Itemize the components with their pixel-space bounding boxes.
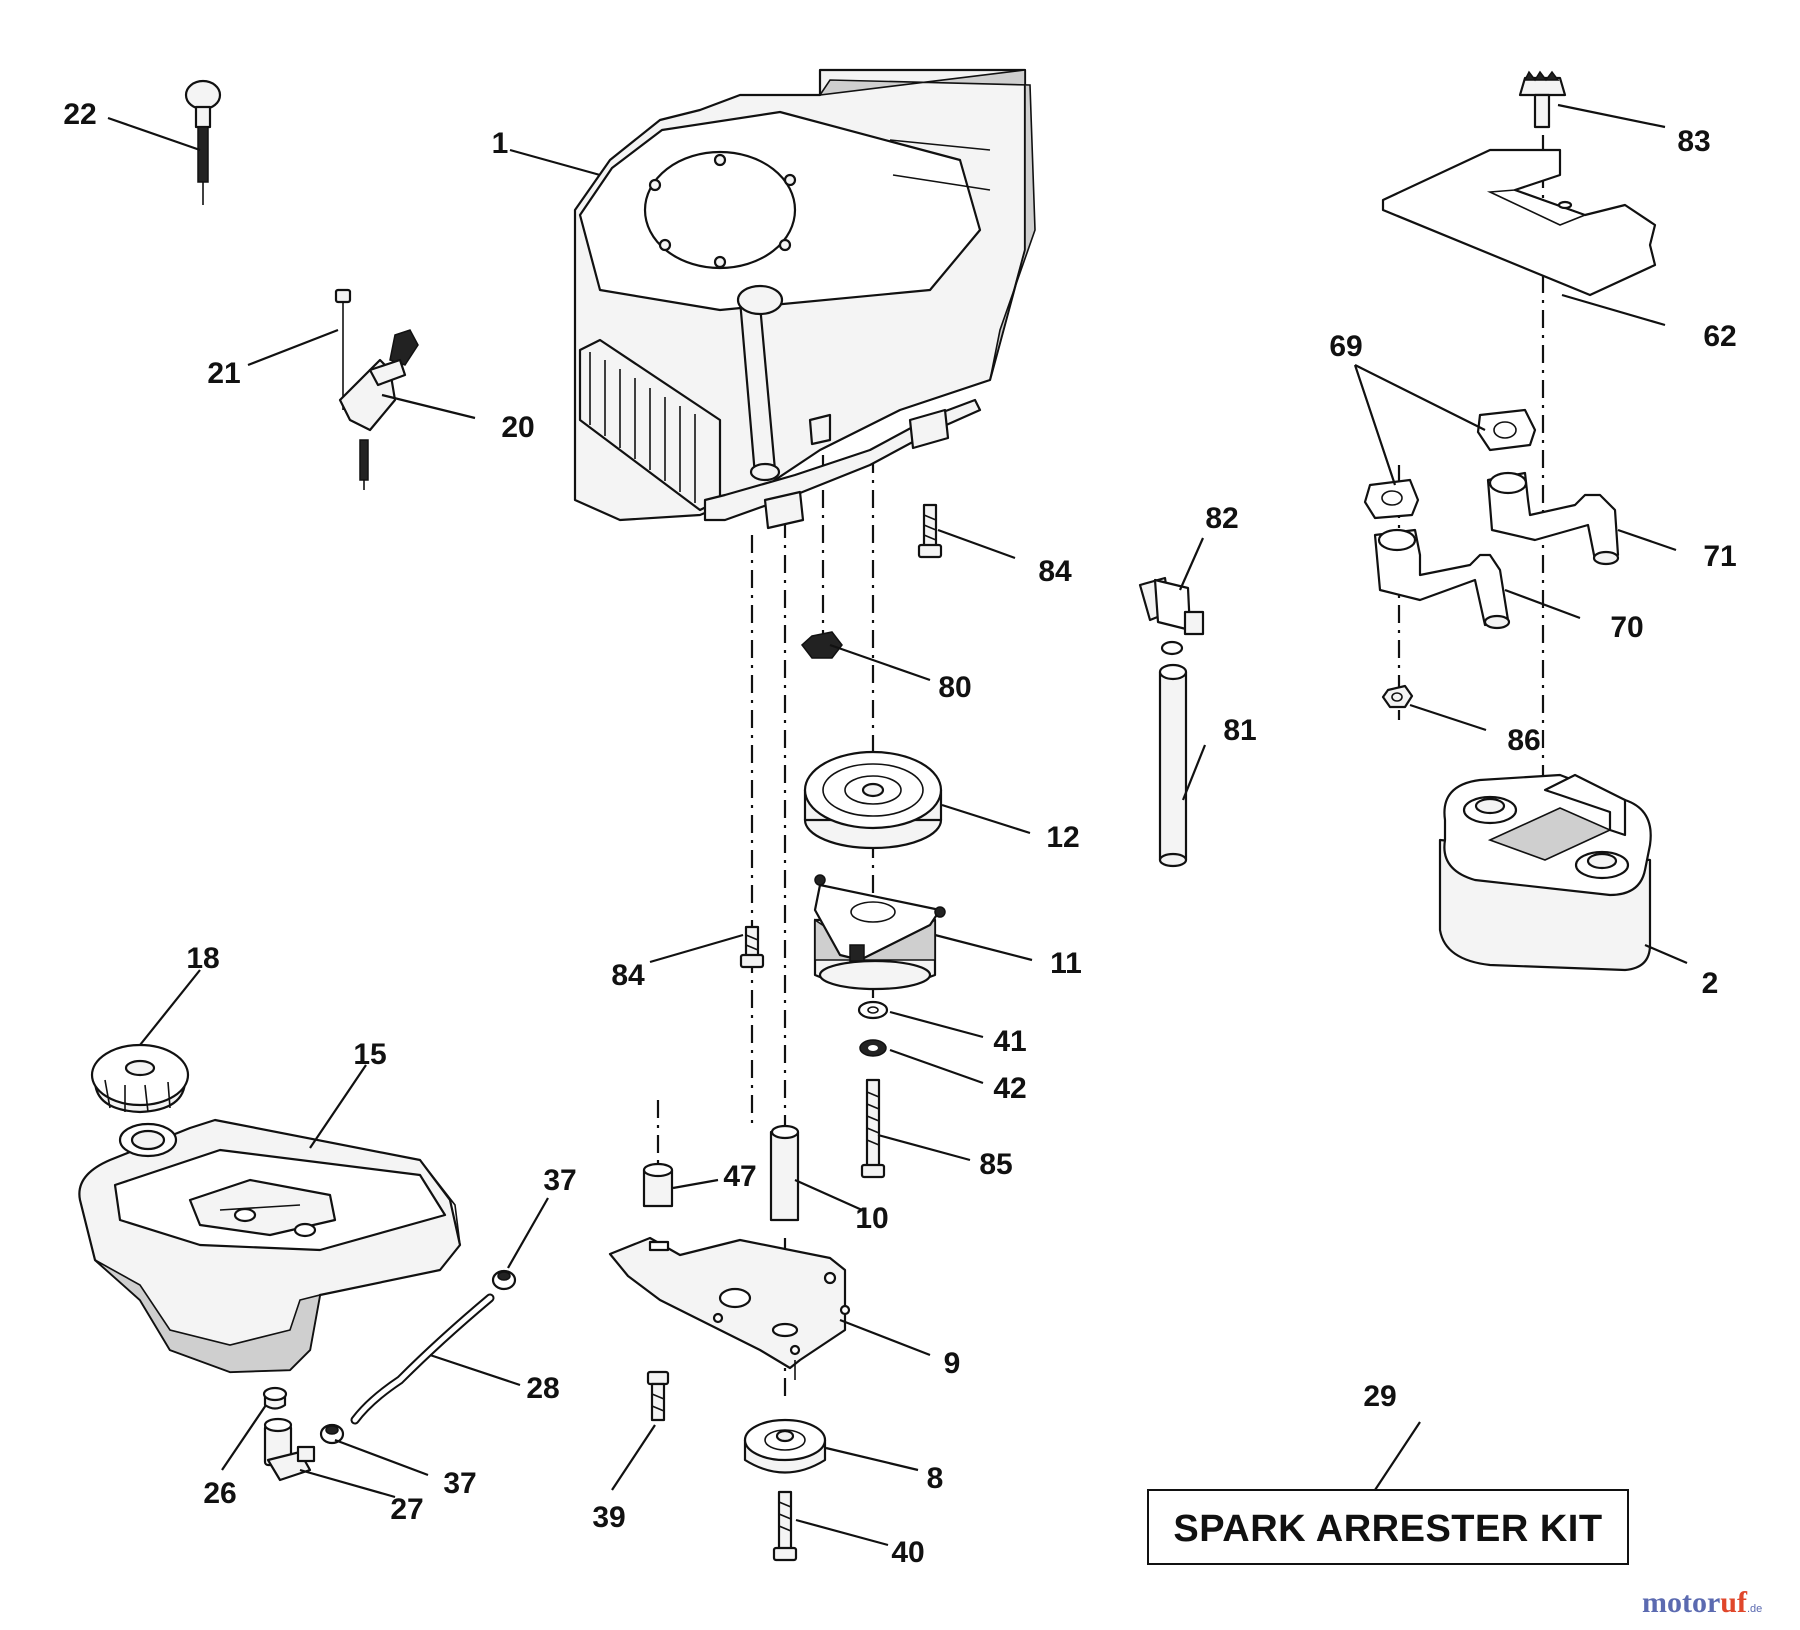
heat-shield-bolt <box>1518 70 1567 129</box>
watermark-logo: motoruf.de <box>1642 1586 1762 1619</box>
muffler <box>1438 773 1652 972</box>
callout-2: 2 <box>1702 967 1719 1000</box>
callout-85: 85 <box>979 1148 1012 1181</box>
grommet <box>262 1386 288 1410</box>
spark-arrester-kit-box <box>1147 1489 1629 1565</box>
callout-81: 81 <box>1223 714 1256 747</box>
exhaust-nut <box>1381 684 1414 709</box>
throttle-screw <box>334 288 352 410</box>
callout-47: 47 <box>723 1160 756 1193</box>
spark-arrester-kit-label: SPARK ARRESTER KIT <box>1173 1508 1602 1550</box>
callout-84-lower: 84 <box>611 959 645 992</box>
drain-valve <box>1138 576 1205 656</box>
fuel-line <box>350 1293 495 1425</box>
bolt-40 <box>772 1490 798 1562</box>
washer-41 <box>857 1000 889 1020</box>
callout-27: 27 <box>390 1493 423 1526</box>
callout-37-lower: 37 <box>443 1467 476 1500</box>
callout-18: 18 <box>186 942 219 975</box>
watermark-brand-a: motor <box>1642 1586 1720 1619</box>
fuel-cap <box>90 1043 190 1114</box>
idler-pulley <box>743 1418 827 1474</box>
callout-62: 62 <box>1703 320 1736 353</box>
clutch-bolt <box>860 1078 886 1179</box>
exhaust-pipe-71 <box>1486 471 1620 566</box>
heat-shield <box>1381 148 1657 297</box>
clamp-upper <box>491 1269 517 1291</box>
callout-28: 28 <box>526 1372 559 1405</box>
callout-83: 83 <box>1677 125 1710 158</box>
callout-21: 21 <box>207 357 240 390</box>
svg-text:motoruf.de: motoruf.de <box>1642 1586 1762 1619</box>
watermark-brand-b: uf <box>1720 1586 1748 1619</box>
engine <box>573 68 1036 530</box>
callout-70: 70 <box>1610 611 1643 644</box>
callout-86: 86 <box>1507 724 1540 757</box>
spacer-tube <box>769 1124 800 1222</box>
callout-80: 80 <box>938 671 971 704</box>
choke-knob <box>184 79 222 205</box>
callout-84-upper: 84 <box>1038 555 1072 588</box>
callout-42: 42 <box>993 1072 1026 1105</box>
engine-bolt-lower <box>739 925 765 969</box>
callout-37-upper: 37 <box>543 1164 576 1197</box>
callout-69: 69 <box>1329 330 1362 363</box>
nut-80 <box>800 631 843 659</box>
watermark-suffix: .de <box>1747 1603 1762 1615</box>
callout-1: 1 <box>492 127 509 160</box>
clamp-lower <box>319 1423 345 1445</box>
fuel-valve <box>263 1417 316 1482</box>
callout-10: 10 <box>855 1202 888 1235</box>
callout-39: 39 <box>592 1501 625 1534</box>
bolt-39 <box>646 1370 670 1422</box>
callout-71: 71 <box>1703 540 1736 573</box>
clutch <box>813 874 946 991</box>
leader-lines <box>107 103 1688 1547</box>
callout-12: 12 <box>1046 821 1079 854</box>
callout-41: 41 <box>993 1025 1026 1058</box>
callout-29: 29 <box>1363 1380 1396 1413</box>
exhaust-pipe-70 <box>1373 528 1511 630</box>
engine-pulley <box>803 750 943 850</box>
callout-8: 8 <box>927 1462 944 1495</box>
gaskets <box>1363 408 1537 520</box>
fuel-tank <box>78 1118 462 1374</box>
spacer-47 <box>642 1162 674 1208</box>
callout-15: 15 <box>353 1038 386 1071</box>
callout-labels: 22 1 21 20 84 80 82 81 12 11 84 41 42 85… <box>63 98 1736 1569</box>
callout-9: 9 <box>944 1347 961 1380</box>
throttle-bracket <box>338 329 419 490</box>
callout-22: 22 <box>63 98 96 131</box>
drain-tube <box>1158 663 1188 868</box>
callout-20: 20 <box>501 411 534 444</box>
engine-bolt-upper <box>917 503 943 559</box>
callout-11: 11 <box>1050 947 1082 980</box>
callout-26: 26 <box>203 1477 236 1510</box>
lock-washer-42 <box>859 1039 887 1057</box>
bracket <box>608 1236 851 1380</box>
callout-82: 82 <box>1205 502 1238 535</box>
callout-40: 40 <box>891 1536 924 1569</box>
